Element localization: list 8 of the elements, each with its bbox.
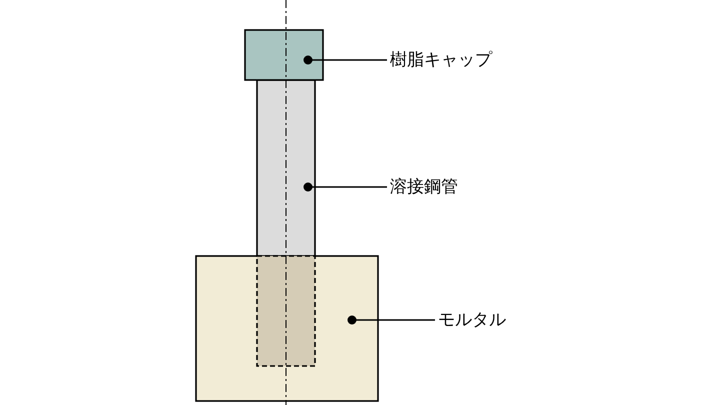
leader-line: [304, 56, 387, 64]
resin-cap: [244, 29, 324, 81]
steel-pipe: [256, 79, 316, 367]
leader-line: [304, 182, 387, 192]
part-label: 溶接鋼管: [390, 176, 458, 198]
part-label: モルタル: [438, 309, 506, 331]
part-label: 樹脂キャップ: [390, 49, 492, 71]
leader-line: [348, 316, 435, 324]
